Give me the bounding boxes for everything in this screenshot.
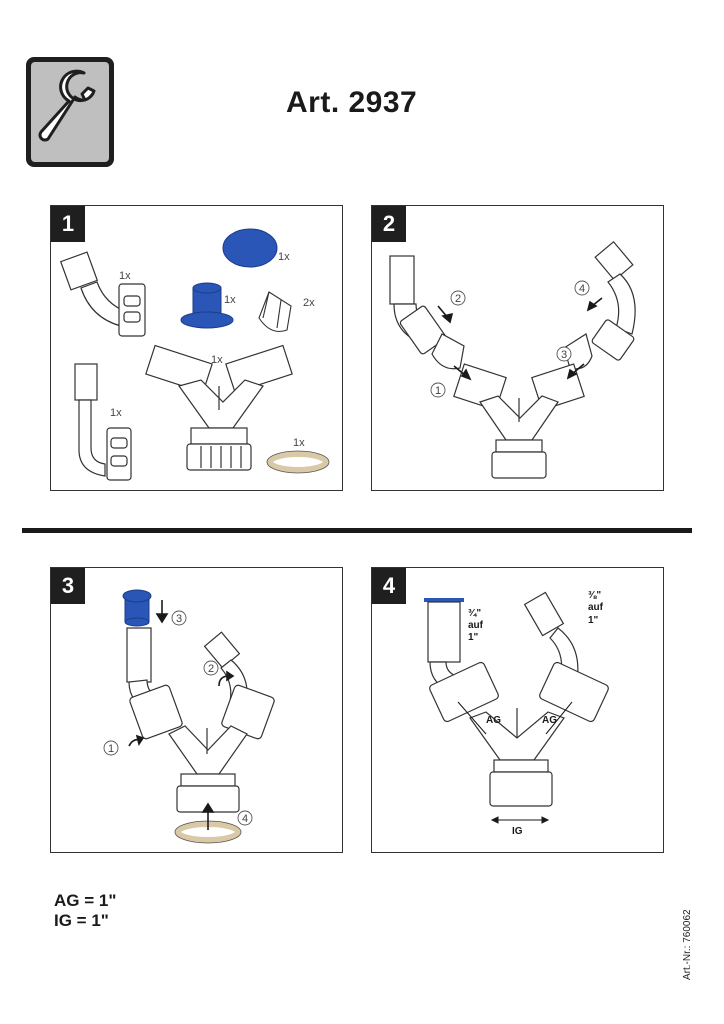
qty-washer: 1x <box>293 437 305 449</box>
qty-tail-nut: 1x <box>119 270 131 282</box>
callout-3: 3 <box>176 613 182 625</box>
step-number: 3 <box>51 568 85 604</box>
qty-cap: 1x <box>224 294 236 306</box>
right-auf: auf <box>588 602 604 613</box>
right-thread: 1" <box>588 615 599 626</box>
left-hose-size: ¾" <box>468 608 481 619</box>
step-panel-1: 1x 1x 1x 2x 1x 1x 1x 1 <box>50 205 343 491</box>
article-number: Art.-Nr.: 760062 <box>682 909 693 980</box>
qty-blue-disc: 1x <box>278 251 290 263</box>
callout-3: 3 <box>561 349 567 361</box>
left-auf: auf <box>468 620 484 631</box>
hose-tail-nut <box>59 251 146 337</box>
section-divider <box>22 528 692 533</box>
y-piece <box>145 344 293 471</box>
step-number: 1 <box>51 206 85 242</box>
step-3-illustration: 3 1 2 4 <box>103 589 275 844</box>
qty-y-piece: 1x <box>211 354 223 366</box>
blue-seal-disc <box>222 228 278 268</box>
step-2-illustration: 2 1 3 4 <box>389 240 636 479</box>
flat-washer <box>267 451 329 473</box>
callout-2: 2 <box>455 293 461 305</box>
step-panel-2: 2 1 3 4 2 <box>371 205 664 491</box>
ig-label: IG <box>512 826 523 837</box>
wrench-icon <box>24 55 116 169</box>
ag-label-left: AG <box>486 715 501 726</box>
callout-4: 4 <box>242 813 248 825</box>
footnote-ag: AG = 1" <box>54 891 117 910</box>
qty-valve: 2x <box>303 297 315 309</box>
page-title: Art. 2937 <box>286 86 418 119</box>
step-number: 2 <box>372 206 406 242</box>
step-1-illustration: 1x 1x 1x 2x 1x 1x 1x <box>59 228 330 481</box>
check-valve <box>258 291 292 333</box>
footnote-ig: IG = 1" <box>54 911 109 930</box>
callout-1: 1 <box>435 385 441 397</box>
right-hose-size: ⅜" <box>588 590 601 601</box>
callout-2: 2 <box>208 663 214 675</box>
step-panel-3: 3 1 2 4 3 <box>50 567 343 853</box>
step-4-illustration: ¾" auf 1" ⅜" auf 1" AG AG IG <box>424 590 609 837</box>
qty-adapter: 1x <box>110 407 122 419</box>
callout-4: 4 <box>579 283 585 295</box>
step-number: 4 <box>372 568 406 604</box>
ag-label-right: AG <box>542 715 557 726</box>
step-panel-4: ¾" auf 1" ⅜" auf 1" AG AG IG 4 <box>371 567 664 853</box>
blue-cap <box>180 282 234 329</box>
hose-adapter <box>74 363 132 481</box>
callout-1: 1 <box>108 743 114 755</box>
left-thread: 1" <box>468 632 479 643</box>
